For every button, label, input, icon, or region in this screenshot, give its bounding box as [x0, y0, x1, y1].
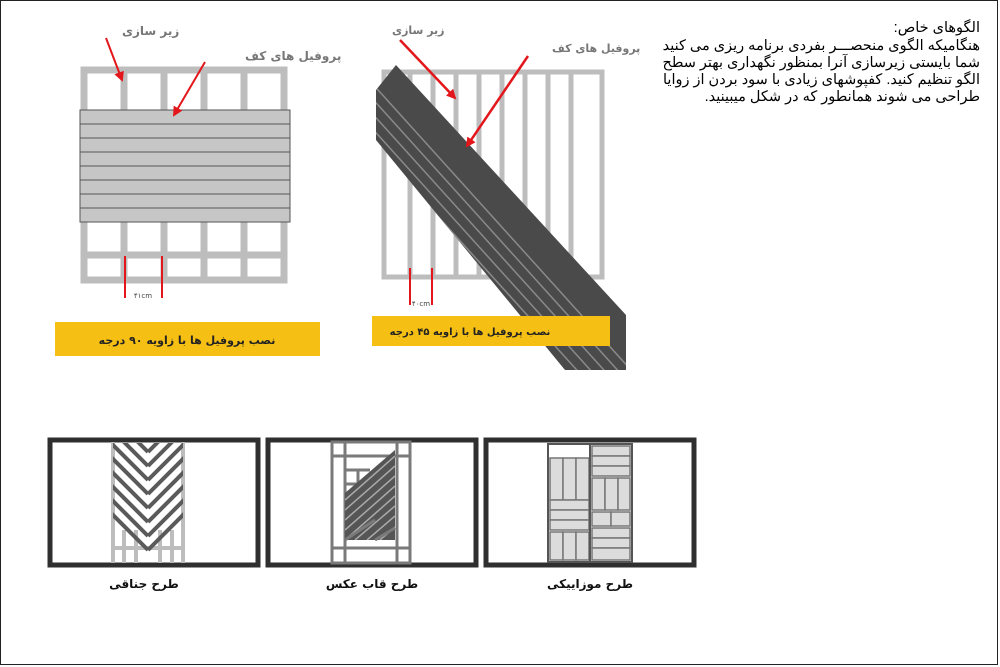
intro-text: الگوهای خاص: هنگامیکه الگوی منحصـــر بفر…: [640, 20, 981, 106]
intro-title: الگوهای خاص:: [893, 20, 980, 36]
pattern-herringbone: طرح جناقی: [47, 437, 261, 591]
label-floor-profiles-90: پروفیل های کف: [245, 49, 341, 64]
spacing-dimension-45: [409, 268, 433, 305]
label-floor-profiles-45: پروفیل های کف: [552, 42, 640, 55]
caption-banner-45: [372, 316, 610, 346]
caption-mosaic: طرح موزاییکی: [547, 577, 633, 592]
caption-90: نصب پروفیل ها با زاویه ۹۰ درجه: [99, 334, 276, 347]
pattern-mosaic: طرح موزاییکی: [483, 437, 697, 592]
mosaic-substructure: [547, 443, 633, 563]
intro-paragraph: هنگامیکه الگوی منحصـــر بفردی برنامه ریز…: [662, 38, 981, 105]
caption-45: نصب پروفیل ها با زاویه ۴۵ درجه: [390, 327, 551, 338]
spacing-label-45: ۴۰cm: [412, 300, 430, 308]
diagram-45-degree: ۴۰cm زیر سازی پروفیل های کف نصب پروفیل ه…: [372, 24, 640, 370]
picture-frame-bottom-boards: [344, 518, 396, 542]
arrow-floor-profiles-90: [172, 61, 206, 117]
caption-herringbone: طرح جناقی: [109, 577, 179, 591]
herringbone-boards: [113, 443, 183, 552]
diagram-90-degree: ۴۱cm زیر سازی پروفیل های کف نصب پروفیل ه…: [55, 24, 341, 356]
caption-picture-frame: طرح قاب عکس: [326, 577, 418, 591]
spacing-label-90: ۴۱cm: [134, 292, 152, 300]
pattern-picture-frame: طرح قاب عکس: [265, 437, 479, 591]
label-substructure-45: زیر سازی: [392, 24, 445, 37]
floor-profiles-90: [79, 109, 291, 223]
spacing-dimension-90: [124, 256, 163, 298]
arrow-substructure-90: [105, 37, 124, 82]
label-substructure-90: زیر سازی: [122, 24, 179, 38]
arrow-floor-profiles-45: [465, 55, 530, 148]
caption-banner-90: [55, 322, 320, 356]
arrow-substructure-45: [399, 39, 457, 100]
